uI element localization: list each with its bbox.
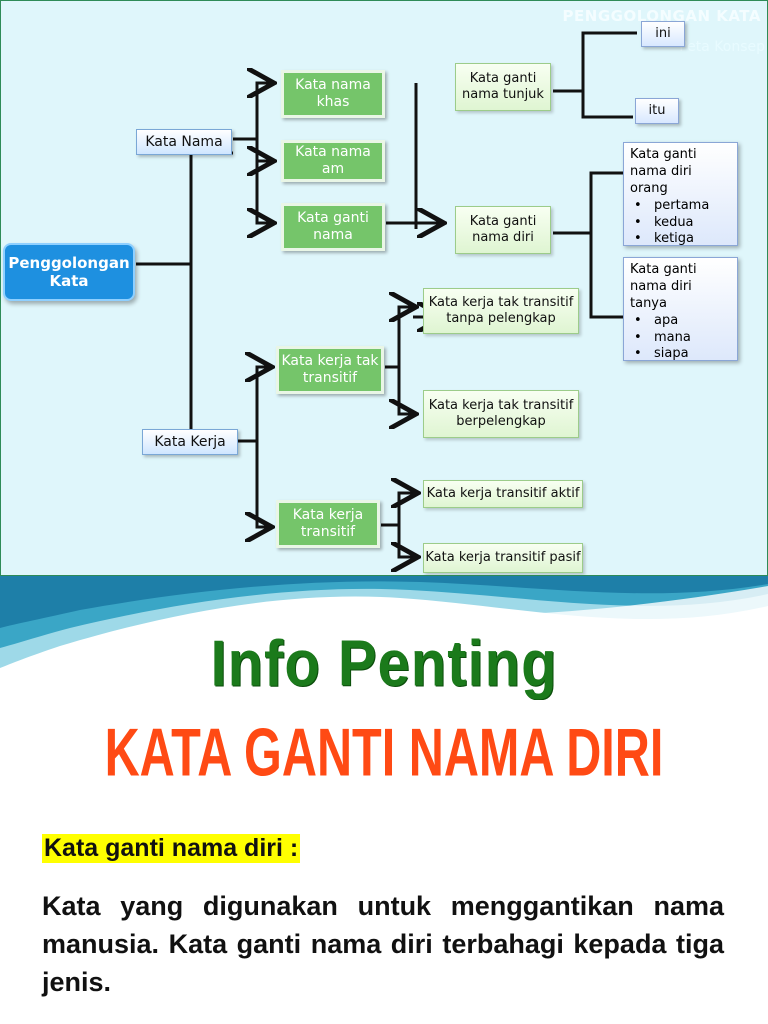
definition-text: Kata yang digunakan untuk menggantikan n…	[42, 891, 724, 997]
info-title: Info Penting	[210, 627, 558, 700]
node-kata-kerja-tak-transitif: Kata kerja tak transitif	[276, 346, 384, 394]
list-item: ketiga	[634, 231, 731, 245]
node-kata-ganti-nama-diri-tanya: Kata ganti nama diri tanya apa mana siap…	[623, 257, 738, 361]
wave-decoration	[0, 576, 768, 668]
info-subtitle: KATA GANTI NAMA DIRI	[104, 715, 664, 791]
node-kata-kerja: Kata Kerja	[142, 429, 238, 455]
node-kata-ganti-nama-diri-orang: Kata ganti nama diri orang pertama kedua…	[623, 142, 738, 246]
node-kata-nama-am: Kata nama am	[281, 140, 385, 182]
header-title: PENGGOLONGAN KATA	[562, 7, 761, 25]
node-kata-ganti-nama-tunjuk: Kata ganti nama tunjuk	[455, 63, 551, 111]
list-item: apa	[634, 313, 731, 330]
node-ini: ini	[641, 21, 685, 47]
header-subtitle: Peta Konsep	[679, 39, 765, 55]
node-kata-nama: Kata Nama	[136, 129, 232, 155]
node-kata-ganti-nama: Kata ganti nama	[281, 203, 385, 251]
node-tak-transitif-berpelengkap: Kata kerja tak transitif berpelengkap	[423, 390, 579, 438]
list-item: mana	[634, 330, 731, 347]
root-node: Penggolongan Kata	[3, 243, 135, 301]
node-kata-nama-khas: Kata nama khas	[281, 70, 385, 118]
list-title: Kata ganti nama diri tanya	[630, 262, 697, 311]
list-item: siapa	[634, 346, 731, 360]
list-item: pertama	[634, 198, 731, 215]
info-slide: Info Penting KATA GANTI NAMA DIRI Kata g…	[0, 576, 768, 1024]
list-title: Kata ganti nama diri orang	[630, 147, 697, 196]
list-item: kedua	[634, 215, 731, 232]
concept-map-slide: PENGGOLONGAN KATA Peta Konsep Penggolong…	[0, 0, 768, 576]
node-tak-transitif-tanpa-pelengkap: Kata kerja tak transitif tanpa pelengkap	[423, 288, 579, 334]
definition-term: Kata ganti nama diri :	[42, 834, 301, 863]
node-transitif-pasif: Kata kerja transitif pasif	[423, 543, 583, 573]
node-transitif-aktif: Kata kerja transitif aktif	[423, 480, 583, 508]
node-kata-kerja-transitif: Kata kerja transitif	[276, 500, 380, 548]
node-kata-ganti-nama-diri: Kata ganti nama diri	[455, 206, 551, 254]
node-itu: itu	[635, 98, 679, 124]
